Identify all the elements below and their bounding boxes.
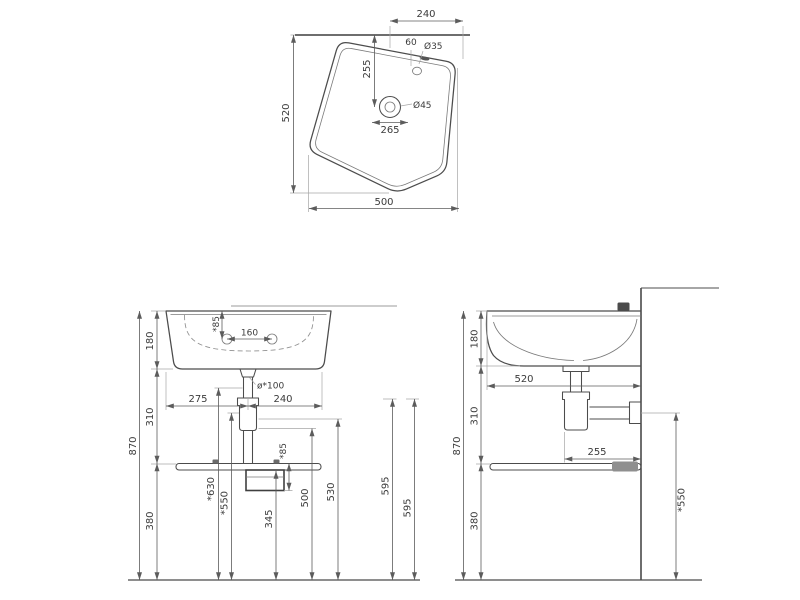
dim-label-500: 500: [374, 197, 393, 208]
bottle-trap: [561, 391, 591, 431]
drain-pipe: [569, 371, 583, 392]
dim-label-180: 180: [145, 331, 156, 350]
dim-label-595-b: 595: [403, 498, 414, 517]
overflow-slot: [419, 56, 430, 61]
dim-label-530: 530: [326, 482, 337, 501]
dim-label-265: 265: [380, 125, 399, 136]
bowl-curve-back: [582, 318, 638, 361]
dim-label-160: 160: [241, 329, 258, 339]
dim-label-595-a: 595: [381, 476, 392, 495]
dim-label-520: 520: [514, 374, 533, 385]
dim-label-500: 500: [300, 488, 311, 507]
dim-label-550: *550: [677, 488, 688, 512]
front-view: 180 310 380 870 275 240 *85 160 ø*100 *6…: [128, 305, 420, 581]
dim-label-60: 60: [405, 38, 417, 48]
dim-label-tap-diameter: Ø35: [424, 41, 443, 52]
dim-label-275: 275: [188, 394, 207, 405]
dim-label-drain-diameter: Ø45: [413, 100, 432, 111]
side-extension-lines: [476, 310, 680, 465]
drain-pipe-upper: [242, 377, 254, 398]
drain-collar: [239, 368, 257, 378]
dim-label-345: 345: [264, 509, 275, 528]
rail-screw-right: [273, 459, 280, 464]
towel-rail: [489, 462, 642, 471]
bowl-curve-front: [493, 321, 575, 361]
dim-label-310: 310: [145, 407, 156, 426]
dim-label-180: 180: [470, 329, 481, 348]
dim-label-255: 255: [362, 59, 373, 78]
drain-outer-circle: [378, 95, 402, 119]
towel-rail: [175, 462, 322, 471]
basin-outline: [165, 310, 332, 370]
tap-hole: [412, 66, 422, 76]
dim-label-380: 380: [470, 511, 481, 530]
dim-label-240: 240: [416, 9, 435, 20]
dim-label-550: *550: [220, 491, 231, 515]
hidden-bowl-outline: [184, 314, 314, 352]
rail-bracket: [612, 461, 638, 472]
drain-inner-circle: [384, 101, 396, 113]
drain-flange: [562, 365, 590, 373]
dim-label-870: 870: [128, 436, 139, 455]
dim-label-380: 380: [145, 511, 156, 530]
basin-rim-outer: [309, 41, 456, 192]
dim-label-255: 255: [587, 447, 606, 458]
outlet-pipe: [589, 406, 630, 420]
dim-label-85-tap: *85: [212, 316, 222, 332]
dim-label-100: ø*100: [257, 382, 284, 392]
side-view: 180 310 380 870 520 255 *550: [452, 287, 719, 581]
top-view: 240 60 Ø35 255 Ø45 265 520 500: [281, 9, 470, 212]
top-extension-lines: [290, 26, 464, 212]
basin-rim-inner: [315, 47, 451, 187]
dim-label-520: 520: [281, 103, 292, 122]
rail-screw-left: [212, 459, 219, 464]
bottle-trap: [236, 397, 260, 432]
drain-pipe-lower: [242, 430, 254, 464]
dim-label-240: 240: [273, 394, 292, 405]
dim-label-310: 310: [470, 406, 481, 425]
basin-profile: [485, 310, 642, 367]
tap-boss: [617, 302, 630, 311]
wall-collar: [628, 401, 642, 425]
dim-label-630: *630: [206, 477, 217, 501]
outlet-box: [245, 469, 285, 492]
dim-label-85-shelf: *85: [279, 443, 289, 459]
dim-label-870: 870: [452, 436, 463, 455]
